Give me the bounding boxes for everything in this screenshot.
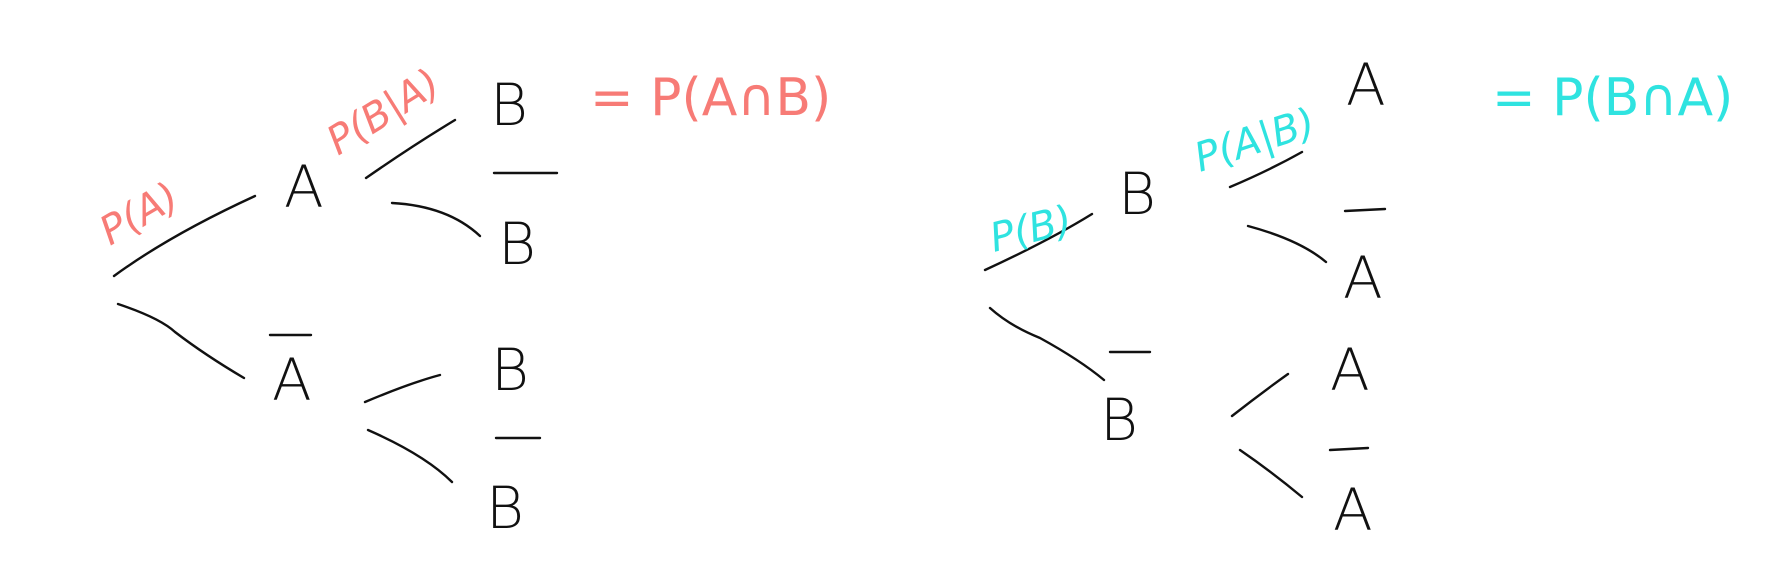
left-branch-abar-to-b bbox=[363, 373, 442, 404]
left-prob-b-given-a-label: P(B|A) bbox=[319, 60, 448, 165]
right-prob-b-label: P(B) bbox=[985, 197, 1076, 262]
right-node-a-complement-bottom: A bbox=[1328, 446, 1373, 544]
left-node-a: A bbox=[284, 153, 324, 221]
right-prob-a-given-b-label: P(A|B) bbox=[1189, 100, 1321, 182]
overbar bbox=[1343, 207, 1387, 213]
overbar bbox=[1328, 446, 1370, 452]
right-node-abar-bottom-letter: A bbox=[1333, 476, 1373, 544]
right-node-a-lower: A bbox=[1330, 336, 1370, 404]
right-node-a-top: A bbox=[1346, 51, 1386, 119]
right-node-a-complement-top: A bbox=[1343, 207, 1387, 312]
left-branch-abar-to-bbar bbox=[366, 428, 454, 484]
right-branch-bbar-to-abar bbox=[1238, 448, 1304, 499]
left-node-b-complement-bottom: B bbox=[486, 436, 542, 542]
right-branch-b-to-abar bbox=[1246, 224, 1328, 264]
left-branch-a-to-b bbox=[364, 118, 457, 180]
right-tree: B B A A A A P(B) P(A|B) = P(B∩A) bbox=[983, 51, 1733, 544]
left-branch-a-to-bbar bbox=[390, 201, 482, 238]
right-branch-root-to-bbar bbox=[988, 306, 1106, 382]
left-joint-probability-equation: = P(A∩B) bbox=[590, 68, 831, 128]
left-node-b-lower: B bbox=[491, 336, 529, 404]
right-node-abar-top-letter: A bbox=[1343, 244, 1383, 312]
left-tree: A A B B B B P(A) P(B|A) = P(A∩B) bbox=[92, 60, 831, 542]
left-node-b-top: B bbox=[490, 71, 528, 139]
left-node-a-complement: A bbox=[268, 333, 313, 414]
left-node-abar-letter: A bbox=[272, 346, 312, 414]
right-branch-b-to-a bbox=[1228, 150, 1304, 189]
left-node-b-complement-top: B bbox=[492, 171, 559, 278]
right-node-b: B bbox=[1118, 160, 1156, 228]
left-prob-a-label: P(A) bbox=[92, 173, 187, 254]
left-node-bbar-top-letter: B bbox=[498, 210, 536, 278]
right-branch-root-to-b bbox=[983, 212, 1094, 272]
right-node-bbar-letter: B bbox=[1100, 386, 1138, 454]
right-joint-probability-equation: = P(B∩A) bbox=[1492, 68, 1733, 128]
left-branch-root-to-abar bbox=[116, 302, 246, 380]
right-node-b-complement: B bbox=[1100, 350, 1152, 454]
right-branch-bbar-to-a bbox=[1230, 372, 1290, 418]
left-branch-root-to-a bbox=[112, 194, 257, 278]
left-node-bbar-bottom-letter: B bbox=[486, 474, 524, 542]
